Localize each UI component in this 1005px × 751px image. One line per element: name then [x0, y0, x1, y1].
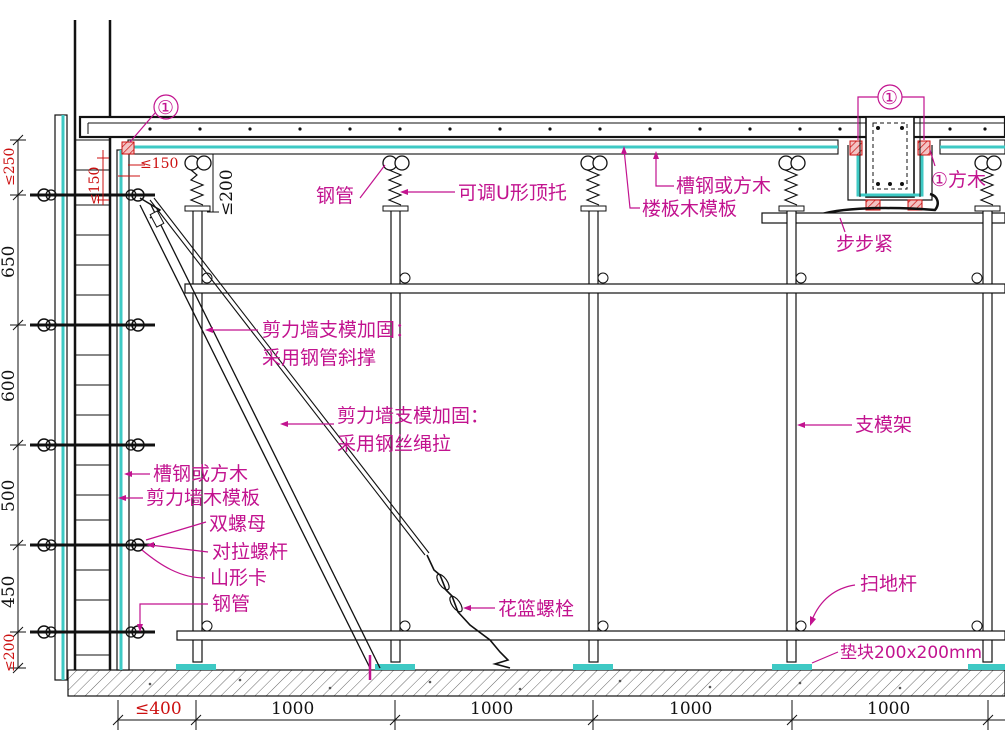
floor-slab [78, 115, 1005, 155]
svg-text:对拉螺杆: 对拉螺杆 [212, 541, 288, 563]
label-shear-wall-wire: 剪力墙支模加固： 采用钢丝绳拉 [280, 405, 489, 455]
dim-bottom-1000: 1000 [867, 699, 910, 719]
wire-rope [149, 197, 511, 669]
svg-text:花篮螺栓: 花篮螺栓 [498, 598, 574, 620]
shear-wall [54, 20, 130, 681]
u-head [184, 155, 212, 212]
tie-bolt-row [30, 318, 155, 332]
support-frame [176, 209, 1005, 663]
label-double-nut: 双螺母 [145, 513, 266, 541]
svg-text:采用钢丝绳拉: 采用钢丝绳拉 [337, 433, 451, 455]
label-steel-pipe-wall: 钢管 [137, 593, 250, 632]
label-tie-bolt: 对拉螺杆 [146, 541, 288, 563]
tie-bolt-row [30, 438, 155, 452]
svg-text:钢管: 钢管 [316, 185, 354, 207]
label-turnbuckle: 花篮螺栓 [463, 598, 574, 620]
u-head [382, 155, 410, 212]
svg-text:剪力墙支模加固：: 剪力墙支模加固： [337, 405, 489, 427]
svg-text:①方木: ①方木 [931, 169, 986, 191]
svg-text:楼板木模板: 楼板木模板 [642, 198, 737, 220]
svg-text:采用钢管斜撑: 采用钢管斜撑 [262, 347, 376, 369]
label-shear-wall-formwork: 剪力墙木模板 [118, 487, 260, 509]
diagonal-brace [139, 197, 381, 680]
svg-text:①: ① [881, 87, 898, 109]
svg-text:钢管: 钢管 [212, 593, 250, 615]
svg-text:山形卡: 山形卡 [210, 567, 267, 589]
left-dimension-line [10, 134, 26, 674]
label-mountain-clip: 山形卡 [141, 549, 267, 589]
svg-text:扫地杆: 扫地杆 [860, 573, 917, 595]
dim-bottom-1000: 1000 [271, 699, 314, 719]
dim-bottom-1000: 1000 [669, 699, 712, 719]
pad-blocks [176, 664, 1005, 670]
label-shear-wall-brace: 剪力墙支模加固： 采用钢管斜撑 [205, 319, 414, 369]
dim-top-200: ≤200 [217, 169, 237, 216]
dim-left-600: 600 [0, 370, 19, 402]
detail-marker-right: ① [857, 84, 925, 140]
dim-top-150-horizontal: ≤150 [140, 156, 178, 172]
svg-text:双螺母: 双螺母 [209, 513, 266, 535]
detail-marker-left: ① [129, 94, 179, 143]
dim-left-250: ≤250 [2, 148, 18, 186]
tie-bolt-row [30, 538, 155, 552]
u-head [778, 155, 806, 212]
label-steel-pipe-top: 钢管 [316, 164, 386, 207]
label-adjustable-u-head: 可调U形顶托 [400, 182, 567, 204]
svg-text:剪力墙支模加固：: 剪力墙支模加固： [262, 319, 414, 341]
label-channel-or-timber-wall: 槽钢或方木 [124, 463, 248, 485]
dim-bottom-1000: 1000 [470, 699, 513, 719]
label-sweep-bar: 扫地杆 [810, 573, 917, 626]
label-pad-block: 垫块200x200mm [811, 643, 982, 664]
top-small-dims [97, 150, 145, 205]
svg-text:①: ① [157, 97, 174, 119]
svg-text:剪力墙木模板: 剪力墙木模板 [146, 487, 260, 509]
tie-bolt-row [30, 625, 155, 639]
svg-text:可调U形顶托: 可调U形顶托 [458, 182, 567, 204]
dim-left-450: 450 [0, 576, 19, 608]
label-step-clamp: 步步紧 [836, 217, 893, 255]
svg-text:步步紧: 步步紧 [836, 233, 893, 255]
dim-bottom-400: ≤400 [135, 699, 182, 719]
dim-left-650: 650 [0, 246, 19, 278]
ground-slab [67, 669, 1005, 697]
label-channel-or-timber-top: 槽钢或方木 [653, 151, 771, 197]
svg-text:支模架: 支模架 [855, 414, 912, 436]
tie-bolts [30, 188, 155, 639]
beam-section [761, 116, 1005, 224]
svg-text:槽钢或方木: 槽钢或方木 [676, 175, 771, 197]
label-slab-formwork: 楼板木模板 [621, 146, 737, 220]
svg-text:槽钢或方木: 槽钢或方木 [153, 463, 248, 485]
svg-text:垫块200x200mm: 垫块200x200mm [840, 643, 982, 663]
bottom-dimension-line [112, 700, 1005, 730]
u-head [580, 155, 608, 212]
dim-top-150-vertical: ≤150 [87, 167, 103, 205]
dim-200-line [207, 153, 219, 213]
dim-left-200: ≤200 [2, 634, 18, 672]
u-head [974, 155, 1002, 212]
tie-bolt-row [30, 188, 155, 202]
u-heads [184, 155, 1002, 212]
label-support-frame: 支模架 [797, 414, 912, 436]
dim-left-500: 500 [0, 480, 19, 512]
label-timber-1: ①方木 [929, 149, 986, 191]
